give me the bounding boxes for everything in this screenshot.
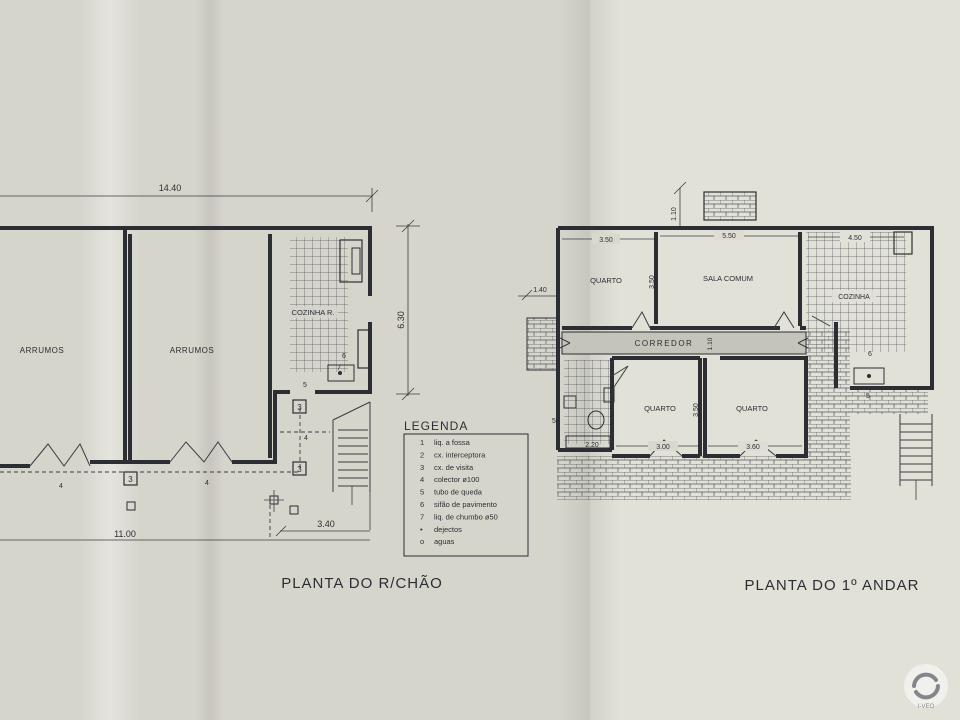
dim-left-offset: 1.40 — [533, 287, 547, 294]
ground-floor-title: PLANTA DO R/CHÃO — [281, 575, 443, 592]
room-label-cozinha: COZINHA R. — [292, 308, 335, 317]
ground-dim-top: 14.40 — [159, 183, 182, 193]
room-label-corredor: CORREDOR — [635, 339, 694, 348]
legend-key: • — [420, 525, 423, 534]
marker-5: 5 — [866, 393, 870, 400]
room-label-quarto: QUARTO — [590, 276, 622, 285]
legend-label: sifão de pavimento — [434, 500, 497, 509]
marker-6: 6 — [342, 353, 346, 360]
room-label-arrumos: ARRUMOS — [20, 346, 64, 355]
first-floor-title: PLANTA DO 1º ANDAR — [745, 577, 920, 594]
watermark-logo: I-VEO — [904, 664, 948, 710]
ground-dim-bottom-right: 3.40 — [317, 519, 335, 529]
room-label-sala-comum: SALA COMUM — [703, 274, 753, 283]
marker-3: 3 — [297, 465, 302, 474]
legend-key: 5 — [420, 488, 424, 497]
legend-box — [403, 433, 529, 557]
room-label-cozinha: COZINHA — [838, 294, 870, 301]
legend-key: 4 — [420, 475, 424, 484]
legend-key: 7 — [420, 512, 424, 521]
dim-quarto-depth: 3.50 — [649, 275, 656, 289]
legend-label: liq. a fossa — [434, 438, 471, 447]
marker-5: 5 — [303, 382, 307, 389]
legend: LEGENDA 1 liq. a fossa 2 cx. interceptora 3 c… — [403, 419, 529, 557]
balcony — [526, 317, 558, 371]
legend-key: 6 — [420, 500, 424, 509]
ground-floor-plan: 14.40 3 3 3 — [0, 183, 443, 592]
marker-3: 3 — [297, 403, 302, 412]
legend-label: colector ø100 — [434, 475, 479, 484]
room-label-quarto: QUARTO — [644, 404, 676, 413]
ground-kitchen-tiles — [290, 237, 348, 372]
legend-key: 3 — [420, 463, 424, 472]
legend-key: 2 — [420, 450, 424, 459]
marker-4: 4 — [304, 435, 308, 442]
marker-7: 7 — [337, 365, 341, 372]
marker-4: 4 — [59, 483, 63, 490]
dim-chimney: 1.10 — [671, 207, 678, 221]
dim-corridor: 1.10 — [707, 337, 714, 350]
veranda-step — [848, 390, 928, 414]
corridor — [561, 331, 807, 355]
legend-key: o — [420, 537, 424, 546]
marker-5: 5 — [552, 418, 556, 425]
legend-label: cx. interceptora — [434, 450, 486, 459]
marker-6: 6 — [868, 351, 872, 358]
ground-dim-bottom: 11.00 — [114, 529, 136, 539]
legend-label: cx. de visita — [434, 463, 474, 472]
dim-quarto-width: 3.00 — [656, 444, 670, 451]
room-label-arrumos: ARRUMOS — [170, 346, 214, 355]
marker-4: 4 — [205, 480, 209, 487]
dim-quarto-depth: 3.50 — [693, 403, 700, 417]
dim-quarto-width: 3.50 — [599, 237, 613, 244]
stove-icon — [339, 239, 363, 283]
dim-cozinha-width: 4.50 — [848, 235, 862, 242]
legend-label: aguas — [434, 537, 455, 546]
legend-key: 1 — [420, 438, 424, 447]
first-floor-plan: 1.10 1.40 — [518, 181, 934, 594]
room-label-quarto: QUARTO — [736, 404, 768, 413]
legend-title: LEGENDA — [404, 419, 468, 433]
veranda-side — [806, 330, 850, 460]
marker-3: 3 — [128, 475, 133, 484]
ground-dim-height: 6.30 — [396, 311, 406, 329]
legend-label: tubo de queda — [434, 488, 483, 497]
dim-bath: 2.20 — [585, 442, 599, 449]
dim-sala-width: 5.50 — [722, 233, 736, 240]
fold-line — [195, 0, 225, 720]
dim-quarto-width: 3.60 — [746, 444, 760, 451]
legend-items: 1 liq. a fossa 2 cx. interceptora 3 cx. de vi… — [420, 438, 498, 546]
chimney — [703, 191, 757, 221]
veranda — [557, 456, 851, 500]
watermark-text: I-VEO — [918, 704, 935, 710]
legend-label: dejectos — [434, 525, 462, 534]
legend-label: liq. de chumbo ø50 — [434, 512, 498, 521]
